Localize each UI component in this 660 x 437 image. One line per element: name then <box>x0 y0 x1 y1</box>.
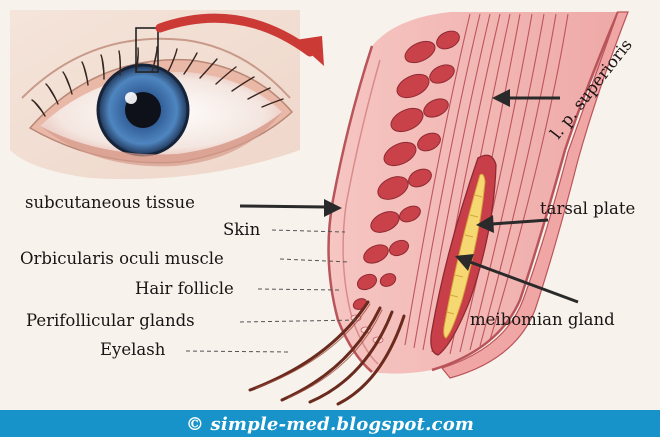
label-hair-follicle: Hair follicle <box>135 281 234 298</box>
label-meibomian-gland: meibomian gland <box>470 312 615 329</box>
label-eyelash: Eyelash <box>100 342 165 359</box>
footer-bar: © simple-med.blogspot.com <box>0 410 660 437</box>
eye-illustration <box>10 10 324 179</box>
label-skin: Skin <box>223 222 260 239</box>
label-orbicularis-oculi-muscle: Orbicularis oculi muscle <box>20 251 224 268</box>
label-tarsal-plate: tarsal plate <box>540 201 635 218</box>
label-perifollicular-glands: Perifollicular glands <box>26 313 195 330</box>
label-subcutaneous-tissue: subcutaneous tissue <box>25 195 195 212</box>
footer-copyright: © simple-med.blogspot.com <box>0 414 660 435</box>
